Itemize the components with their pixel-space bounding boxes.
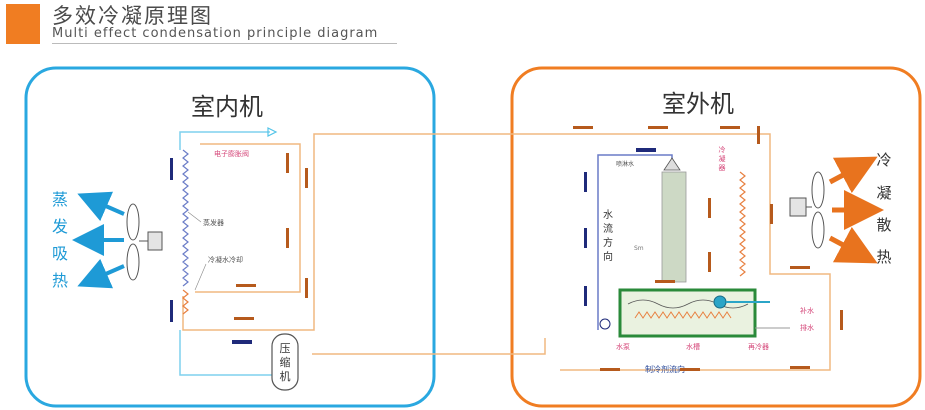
evaporator-leader xyxy=(187,211,202,223)
water-cooler-coil xyxy=(182,289,189,315)
indoor-fan-icon xyxy=(126,203,163,281)
cond-char-2: 凝 xyxy=(876,184,891,202)
water-flow-char-3: 方 xyxy=(603,236,613,249)
condenser-char-1: 冷 xyxy=(719,145,726,154)
water-pump-label: 水泵 xyxy=(616,342,630,351)
refrigerant-piping xyxy=(182,133,831,371)
pipe-label: Sm xyxy=(634,245,644,252)
water-cooler-leader xyxy=(194,263,207,291)
water-surface xyxy=(627,299,749,309)
drain-water-label: 排水 xyxy=(800,323,814,332)
evaporation-label: 蒸 发 吸 热 xyxy=(52,190,68,290)
condenser-char-2: 凝 xyxy=(719,154,726,163)
header-accent-square xyxy=(6,4,40,44)
evaporator-coil xyxy=(182,149,189,287)
sprinkler-nozzle-icon xyxy=(663,157,681,171)
float-valve-icon xyxy=(713,295,727,309)
compressor-char-3: 机 xyxy=(280,369,291,383)
evaporation-airflow-arrows xyxy=(72,191,125,289)
water-flow-markers xyxy=(584,172,587,306)
indoor-unit-frame xyxy=(24,66,436,408)
page-subtitle: Multi effect condensation principle diag… xyxy=(52,26,379,41)
outdoor-unit-title: 室外机 xyxy=(662,90,734,118)
expansion-valve-label: 电子膨胀阀 xyxy=(214,149,249,158)
makeup-water-label: 补水 xyxy=(800,306,814,315)
compressor-char-1: 压 xyxy=(280,342,291,355)
expansion-valve-icon xyxy=(267,127,278,137)
cond-char-1: 冷 xyxy=(876,151,891,169)
water-pump-icon xyxy=(599,318,611,330)
indoor-unit-title: 室内机 xyxy=(191,93,263,121)
condensation-heat-arrows xyxy=(828,156,884,264)
fill-media-pad xyxy=(661,171,687,283)
outdoor-unit-frame xyxy=(510,66,922,408)
cond-char-3: 散 xyxy=(876,216,891,234)
evap-char-4: 热 xyxy=(52,271,68,290)
water-flow-arrow-top xyxy=(636,148,656,152)
outdoor-fan-icon xyxy=(789,171,825,249)
water-flow-char-1: 水 xyxy=(603,209,613,221)
condenser-coil xyxy=(739,171,746,277)
compressor-body xyxy=(271,333,299,391)
evap-char-3: 吸 xyxy=(52,244,68,263)
refrigerant-flow-label: 制冷剂流向 xyxy=(645,364,685,374)
water-cooler-label: 冷凝水冷却 xyxy=(208,255,243,264)
outdoor-flow-markers xyxy=(573,126,843,371)
sprinkler-label: 喷淋水 xyxy=(616,160,634,168)
tank-precooler-coil xyxy=(634,311,732,319)
page-title: 多效冷凝原理图 xyxy=(52,4,213,28)
precooler-label: 再冷器 xyxy=(748,342,769,351)
compressor-char-2: 缩 xyxy=(280,356,291,369)
cond-char-4: 热 xyxy=(876,248,891,266)
evap-char-1: 蒸 xyxy=(52,190,68,209)
header-underline xyxy=(52,43,397,44)
evap-char-2: 发 xyxy=(52,217,68,236)
indoor-flow-markers xyxy=(170,153,308,344)
water-tank-label: 水槽 xyxy=(686,342,700,351)
condenser-char-3: 器 xyxy=(719,164,726,172)
water-flow-char-4: 向 xyxy=(603,250,613,263)
evaporator-label: 蒸发器 xyxy=(203,218,224,227)
water-flow-char-2: 流 xyxy=(603,222,613,235)
indoor-return-line xyxy=(179,131,290,376)
